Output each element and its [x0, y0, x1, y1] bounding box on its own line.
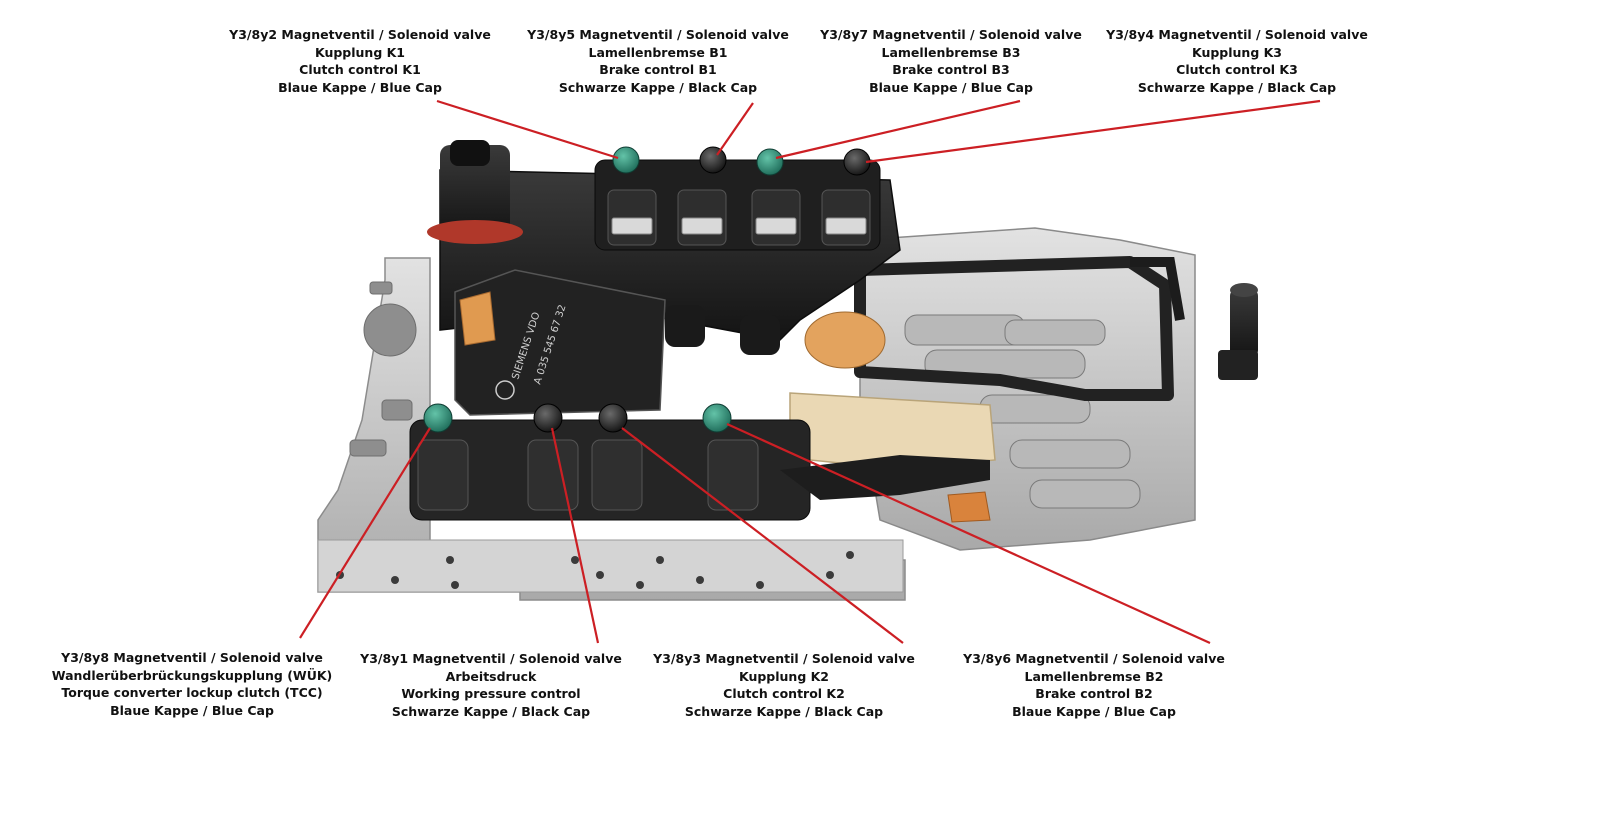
label-y1-de: Arbeitsdruck	[445, 668, 537, 684]
label-y7: Y3/8y7 Magnetventil / Solenoid valve Lam…	[820, 26, 1082, 96]
lower-connector	[780, 455, 990, 500]
leader-y5	[716, 102, 754, 156]
tcu-module	[454, 269, 666, 416]
label-y4-title: Y3/8y4 Magnetventil / Solenoid valve	[1106, 27, 1368, 42]
plate-holes	[349, 281, 417, 457]
upper-solenoid-plates	[611, 217, 867, 235]
label-y4-cap: Schwarze Kappe / Black Cap	[1137, 79, 1337, 95]
mercedes-star	[495, 380, 515, 400]
orange-damper-center	[804, 311, 886, 369]
cap-y5	[699, 146, 727, 174]
label-y6-en: Brake control B2	[1035, 686, 1153, 701]
main-connector	[440, 145, 510, 235]
orange-connector-bottom	[947, 491, 991, 523]
label-y1: Y3/8y1 Magnetventil / Solenoid valve Arb…	[360, 650, 622, 720]
label-y2: Y3/8y2 Magnetventil / Solenoid valve Kup…	[229, 26, 491, 96]
cap-y6	[702, 403, 732, 433]
label-y4: Y3/8y4 Magnetventil / Solenoid valve Kup…	[1106, 26, 1368, 96]
label-y2-cap: Blaue Kappe / Blue Cap	[278, 79, 442, 95]
cap-y2	[612, 146, 640, 174]
label-y2-en: Clutch control K1	[299, 62, 421, 77]
label-y3-title: Y3/8y3 Magnetventil / Solenoid valve	[653, 651, 915, 666]
label-y8-en: Torque converter lockup clutch (TCC)	[61, 685, 323, 700]
orange-damper-left	[459, 291, 496, 346]
cap-y7	[756, 148, 784, 176]
leader-y6	[726, 422, 1211, 645]
label-y7-title: Y3/8y7 Magnetventil / Solenoid valve	[820, 27, 1082, 42]
wire-rail-end	[1130, 257, 1185, 321]
label-y8-title: Y3/8y8 Magnetventil / Solenoid valve	[61, 650, 323, 665]
label-y8: Y3/8y8 Magnetventil / Solenoid valve Wan…	[52, 649, 333, 719]
leader-y3	[621, 427, 904, 644]
leader-y2	[436, 99, 619, 160]
label-y6: Y3/8y6 Magnetventil / Solenoid valve Lam…	[963, 650, 1225, 720]
label-y7-de: Lamellenbremse B3	[881, 44, 1021, 60]
label-y5-cap: Schwarze Kappe / Black Cap	[558, 79, 758, 95]
label-y2-title: Y3/8y2 Magnetventil / Solenoid valve	[229, 27, 491, 42]
label-y7-cap: Blaue Kappe / Blue Cap	[869, 79, 1033, 95]
central-plug-1	[665, 305, 705, 347]
leader-y8	[299, 427, 431, 639]
label-y4-de: Kupplung K3	[1191, 44, 1283, 60]
label-y1-cap: Schwarze Kappe / Black Cap	[391, 703, 591, 719]
label-y1-title: Y3/8y1 Magnetventil / Solenoid valve	[360, 651, 622, 666]
label-y5-en: Brake control B1	[599, 62, 717, 77]
label-y3: Y3/8y3 Magnetventil / Solenoid valve Kup…	[653, 650, 915, 720]
upper-solenoid-block	[594, 159, 881, 251]
lower-solenoid-bodies	[417, 439, 759, 511]
leader-y1	[550, 427, 600, 644]
label-y5: Y3/8y5 Magnetventil / Solenoid valve Lam…	[527, 26, 789, 96]
plate-bolts	[336, 551, 854, 589]
cap-y8	[423, 403, 453, 433]
leader-y4	[865, 99, 1321, 164]
central-plug-2	[740, 315, 780, 355]
cap-y3	[598, 403, 628, 433]
label-y5-title: Y3/8y5 Magnetventil / Solenoid valve	[527, 27, 789, 42]
label-y5-de: Lamellenbremse B1	[588, 44, 728, 60]
label-y4-en: Clutch control K3	[1176, 62, 1298, 77]
label-y8-cap: Blaue Kappe / Blue Cap	[110, 702, 274, 718]
cap-y1	[533, 403, 563, 433]
label-y3-de: Kupplung K2	[738, 668, 830, 684]
leader-lines	[299, 99, 1321, 645]
label-y2-de: Kupplung K1	[314, 44, 406, 60]
leader-y7	[775, 99, 1021, 160]
label-y3-cap: Schwarze Kappe / Black Cap	[684, 703, 884, 719]
label-y6-title: Y3/8y6 Magnetventil / Solenoid valve	[963, 651, 1225, 666]
solenoid-caps	[423, 146, 871, 433]
label-y1-en: Working pressure control	[401, 686, 581, 701]
right-connector	[1230, 288, 1258, 358]
connector-seal	[427, 220, 523, 244]
label-y3-en: Clutch control K2	[723, 686, 845, 701]
spools	[904, 314, 1141, 509]
label-y8-de: Wandlerüberbrückungskupplung (WÜK)	[51, 667, 333, 683]
label-y7-en: Brake control B3	[892, 62, 1010, 77]
label-y6-de: Lamellenbremse B2	[1024, 668, 1164, 684]
lower-plate-front	[317, 539, 904, 593]
label-y6-cap: Blaue Kappe / Blue Cap	[1012, 703, 1176, 719]
